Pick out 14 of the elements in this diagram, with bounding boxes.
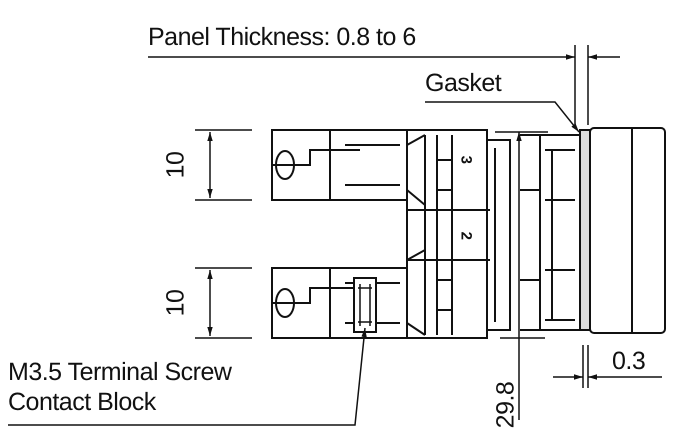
part-label: Contact Block (8, 387, 158, 417)
part-label: Gasket (425, 68, 502, 98)
dimension-label: 0.3 (612, 346, 646, 376)
gasket-strip (579, 129, 591, 331)
leader-line (425, 101, 580, 132)
dimension-label: Panel Thickness: 0.8 to 6 (148, 22, 416, 52)
terminal-number: 2 (458, 232, 474, 240)
dimension-label: 10 (160, 152, 190, 178)
part-label: M3.5 Terminal Screw (8, 357, 232, 387)
dimension-label: 29.8 (490, 382, 520, 428)
terminal-screw-drawing (353, 277, 377, 333)
dimension-label: 10 (160, 290, 190, 316)
terminal-number: 3 (458, 156, 474, 164)
leader-line (8, 328, 367, 426)
